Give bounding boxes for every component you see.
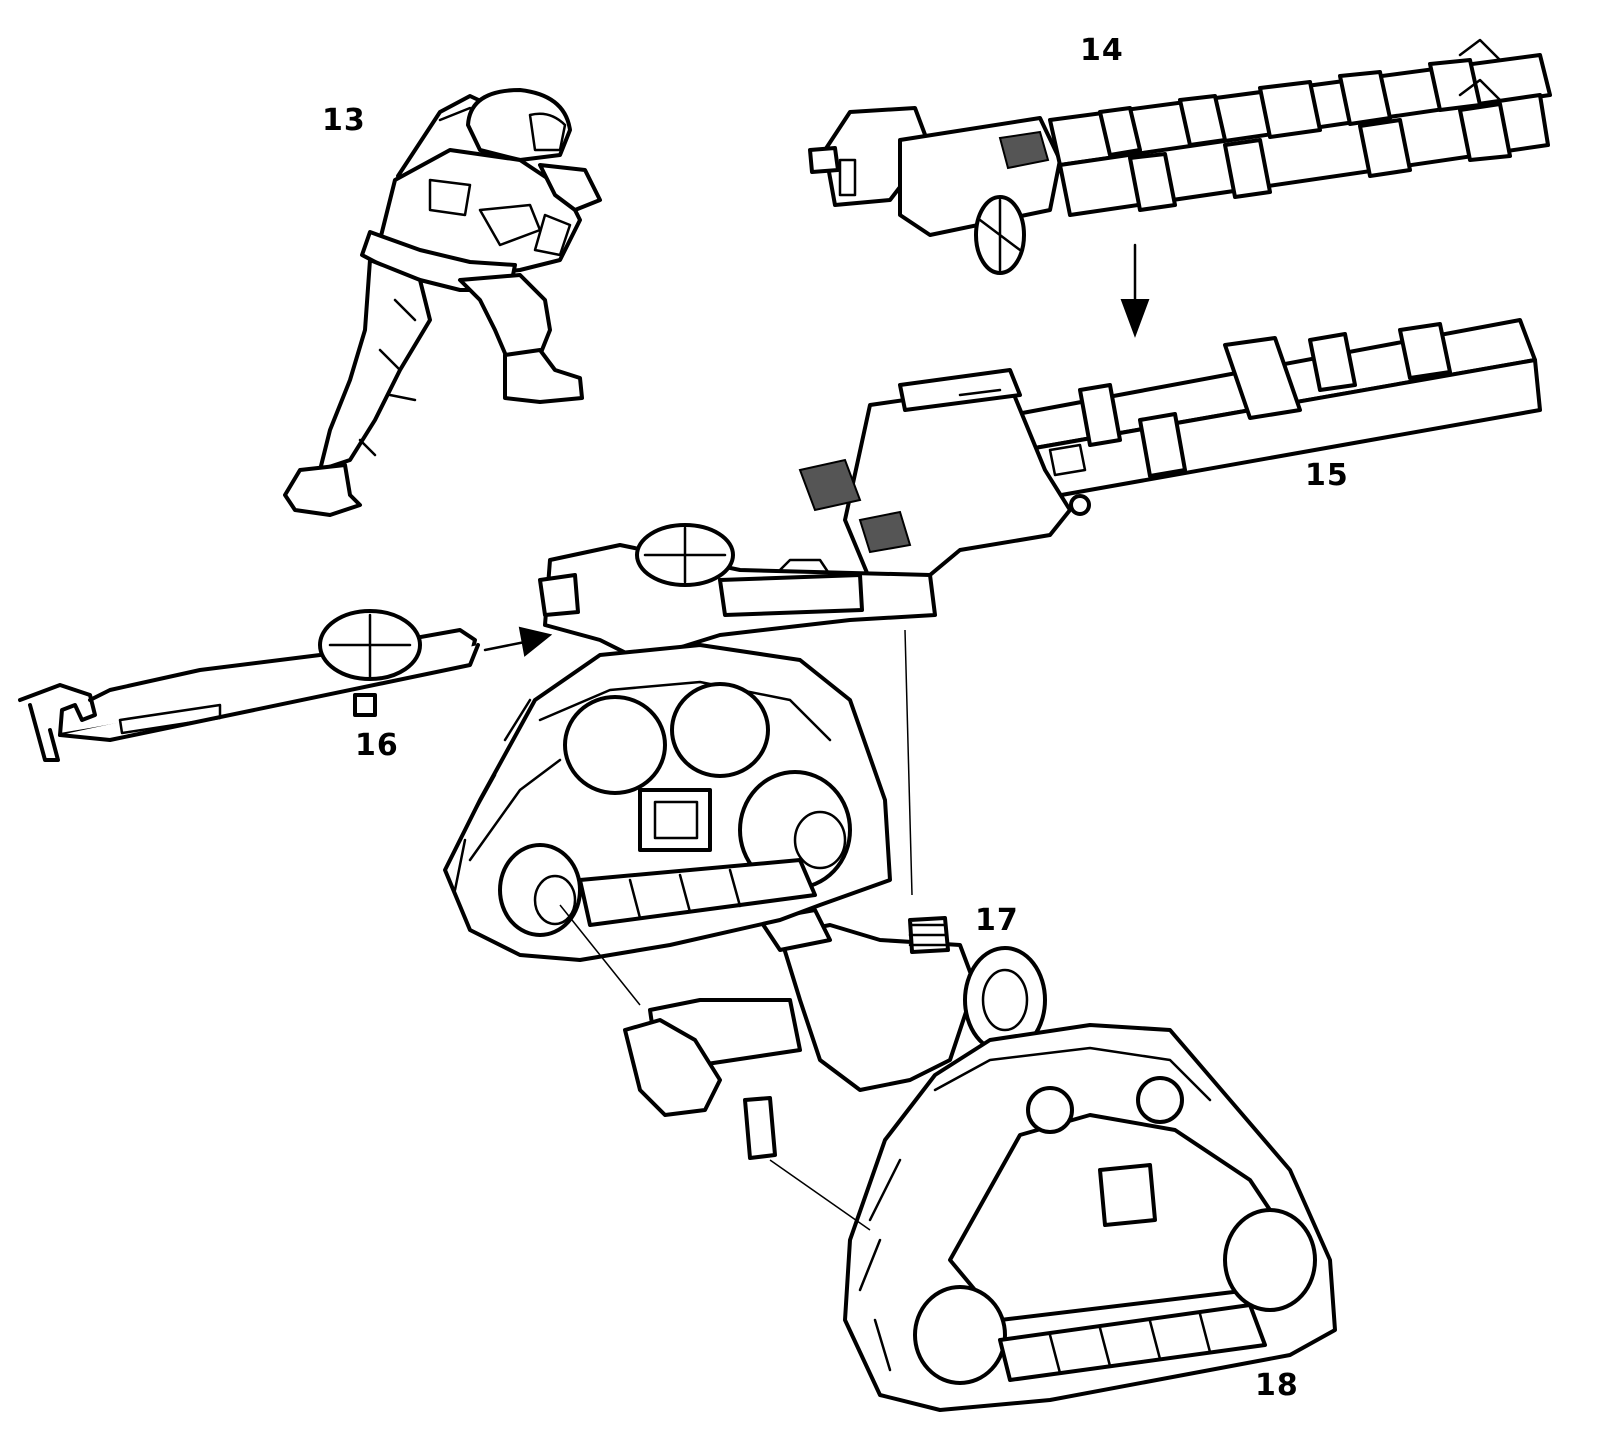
assembly-arrow-icon: [1120, 243, 1150, 338]
part-label-14: 14: [1080, 33, 1124, 68]
part-label-16: 16: [355, 728, 399, 763]
assembly-arrow-icon: [483, 626, 553, 657]
trooper-figure-icon: [283, 88, 602, 517]
part-label-17: 17: [975, 903, 1019, 938]
part-label-13: 13: [322, 103, 366, 138]
track-unit-icon: [443, 643, 892, 962]
part-label-15: 15: [1305, 458, 1349, 493]
track-unit-icon: [843, 1023, 1337, 1412]
gun-carriage-icon: [538, 318, 1542, 662]
axle-icon: [623, 908, 1047, 1160]
sight-arm-icon: [18, 609, 480, 762]
twin-barrel-icon: [808, 38, 1552, 275]
assembly-guide-lines: [559, 629, 913, 1231]
part-label-18: 18: [1255, 1368, 1299, 1403]
